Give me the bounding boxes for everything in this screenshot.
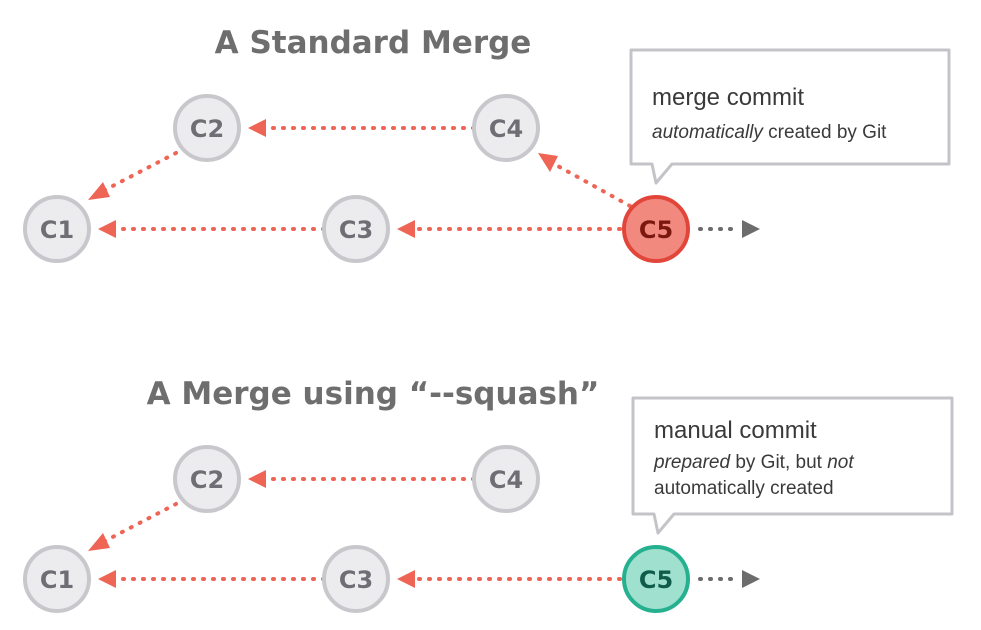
commit-node-c2: C2 [173, 94, 241, 162]
callout-description: prepared by Git, but not [653, 452, 854, 473]
commit-label: C2 [190, 115, 224, 143]
squash-merge-title: A Merge using “--squash” [147, 376, 600, 412]
callout-emphasis: prepared [653, 452, 731, 473]
commit-label: C2 [190, 466, 224, 494]
commit-label: C5 [639, 216, 673, 244]
standard-merge-arrows [88, 119, 760, 238]
commit-node-c3: C3 [322, 195, 390, 263]
arrowhead-c4-c2 [248, 470, 266, 488]
arrow-c5-c4 [554, 163, 632, 208]
standard-merge-title: A Standard Merge [215, 25, 532, 61]
arrowhead-c5-c4 [538, 153, 558, 172]
commit-node-c1: C1 [23, 195, 91, 263]
arrowhead-c3-c1 [98, 570, 116, 588]
arrowhead-c3-c1 [98, 220, 116, 238]
commit-label: C4 [489, 115, 523, 143]
manual-commit-callout: manual commit prepared by Git, but not a… [631, 396, 954, 535]
continue-arrowhead [742, 570, 760, 588]
arrowhead-c4-c2 [248, 119, 266, 137]
arrow-c2-c1 [103, 502, 178, 543]
commit-node-c4: C4 [472, 94, 540, 162]
callout-text: created by Git [763, 122, 887, 143]
merge-commit-node-c5: C5 [622, 195, 690, 263]
callout-text: by Git, but [730, 452, 827, 473]
squash-merge-arrows [88, 470, 760, 588]
commit-label: C1 [40, 566, 74, 594]
callout-emphasis: automatically [652, 122, 764, 143]
commit-node-c4: C4 [472, 445, 540, 513]
callout-description: automatically created by Git [652, 122, 887, 143]
commit-node-c2: C2 [173, 445, 241, 513]
arrowhead-c5-c3 [397, 220, 415, 238]
standard-merge-diagram: A Standard Merge C2 C4 C1 [23, 25, 951, 263]
callout-title: manual commit [654, 417, 817, 444]
continue-arrowhead [742, 220, 760, 238]
squash-merge-diagram: A Merge using “--squash” C2 C4 C1 [23, 376, 954, 613]
squash-commit-node-c5: C5 [622, 545, 690, 613]
callout-description-line3: automatically created [654, 478, 834, 499]
arrowhead-c5-c3 [397, 570, 415, 588]
callout-emphasis-not: not [827, 452, 854, 473]
commit-label: C5 [639, 566, 673, 594]
arrow-c2-c1 [103, 151, 178, 192]
commit-label: C3 [339, 566, 373, 594]
merge-commit-callout: merge commit automatically created by Gi… [629, 48, 951, 185]
commit-node-c1: C1 [23, 545, 91, 613]
callout-title: merge commit [652, 84, 804, 111]
commit-node-c3: C3 [322, 545, 390, 613]
commit-label: C3 [339, 216, 373, 244]
arrowhead-c2-c1 [88, 182, 110, 200]
arrowhead-c2-c1 [88, 533, 110, 551]
commit-label: C1 [40, 216, 74, 244]
commit-label: C4 [489, 466, 523, 494]
